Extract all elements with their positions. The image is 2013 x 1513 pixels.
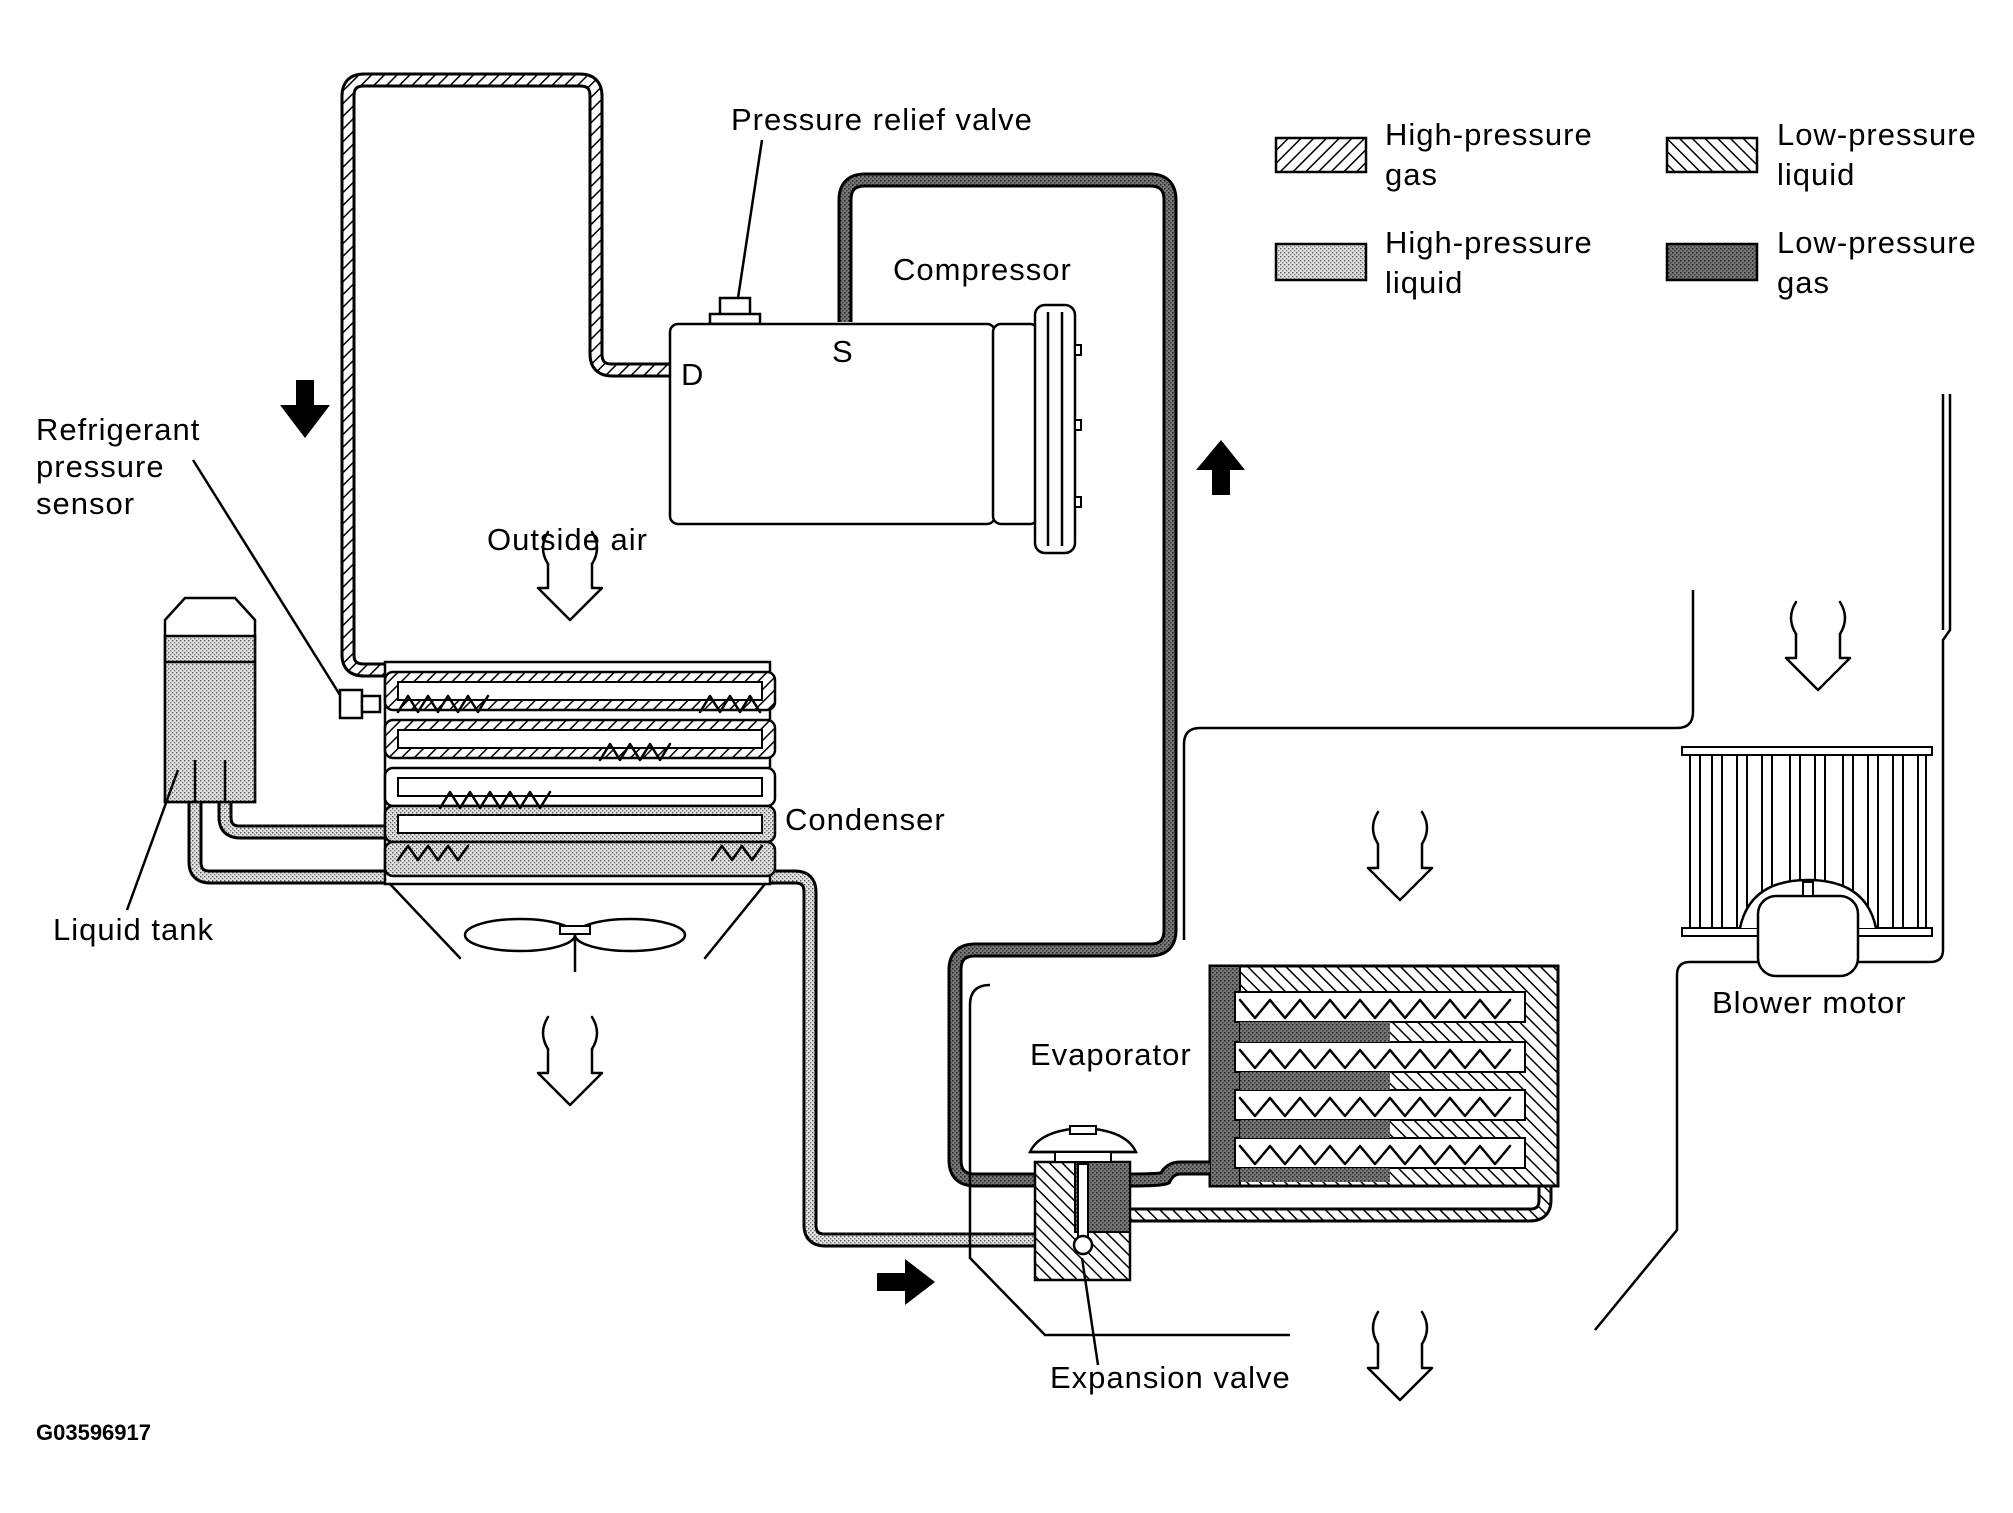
air-flow-arrow-evaporator-in-icon bbox=[1366, 810, 1434, 902]
pressure-sensor-label-2: pressure bbox=[36, 449, 165, 484]
legend-label-low-pressure-liquid-1: Low-pressure bbox=[1777, 117, 1977, 152]
condenser-label: Condenser bbox=[785, 802, 946, 837]
pressure-sensor-leader bbox=[191, 459, 342, 696]
legend-label-high-pressure-gas-2: gas bbox=[1385, 157, 1438, 192]
legend-label-low-pressure-liquid-2: liquid bbox=[1777, 157, 1855, 192]
air-flow-arrow-fan-icon bbox=[536, 1015, 604, 1107]
blower-motor-label: Blower motor bbox=[1712, 985, 1907, 1020]
liquid-tank-label: Liquid tank bbox=[53, 912, 214, 947]
pressure-sensor-label-3: sensor bbox=[36, 486, 135, 521]
discharge-pipe bbox=[340, 72, 670, 678]
legend-label-high-pressure-liquid-1: High-pressure bbox=[1385, 225, 1593, 260]
pressure-sensor-label-1: Refrigerant bbox=[36, 412, 200, 447]
air-flow-arrow-evaporator-out-icon bbox=[1366, 1310, 1434, 1402]
legend-label-high-pressure-liquid-2: liquid bbox=[1385, 265, 1463, 300]
evaporator bbox=[1208, 964, 1560, 1188]
discharge-port-label: D bbox=[681, 357, 704, 392]
liquid-tank bbox=[163, 596, 257, 804]
pressure-relief-valve-label: Pressure relief valve bbox=[731, 102, 1033, 137]
legend-swatch-low-pressure-liquid bbox=[1665, 136, 1759, 174]
refrigerant-pressure-sensor bbox=[338, 688, 382, 720]
relief-valve-leader bbox=[736, 139, 764, 299]
blower bbox=[1681, 746, 1933, 978]
expansion-valve-leader bbox=[1080, 1257, 1100, 1366]
compressor-label: Compressor bbox=[893, 252, 1072, 287]
legend-swatch-high-pressure-gas bbox=[1274, 136, 1368, 174]
legend-swatch-low-pressure-gas bbox=[1665, 242, 1759, 282]
flow-arrow-right-icon bbox=[877, 1259, 935, 1305]
expansion-valve bbox=[1028, 1125, 1138, 1282]
outside-air-label: Outside air bbox=[487, 522, 648, 557]
condenser bbox=[383, 660, 777, 972]
legend-label-high-pressure-gas-1: High-pressure bbox=[1385, 117, 1593, 152]
liquid-line-pipes bbox=[187, 800, 1040, 1248]
air-flow-arrow-blower-icon bbox=[1784, 600, 1852, 692]
evaporator-outlet-pipe bbox=[1129, 1160, 1210, 1188]
evaporator-label: Evaporator bbox=[1030, 1037, 1192, 1072]
suction-pipe bbox=[837, 172, 1178, 1188]
evaporator-inlet-pipe bbox=[1130, 1185, 1553, 1223]
figure-code: G03596917 bbox=[36, 1420, 151, 1445]
expansion-valve-label: Expansion valve bbox=[1050, 1360, 1291, 1395]
hvac-duct bbox=[968, 394, 1952, 1337]
flow-arrow-down-icon bbox=[280, 380, 330, 438]
legend-swatch-high-pressure-liquid bbox=[1274, 242, 1368, 282]
legend: High-pressure gas Low-pressure liquid Hi… bbox=[1274, 117, 1977, 300]
suction-port-label: S bbox=[832, 334, 854, 369]
compressor bbox=[668, 296, 1082, 555]
flow-arrow-up-icon bbox=[1196, 440, 1245, 495]
legend-label-low-pressure-gas-2: gas bbox=[1777, 265, 1830, 300]
liquid-tank-leader bbox=[125, 769, 180, 911]
legend-label-low-pressure-gas-1: Low-pressure bbox=[1777, 225, 1977, 260]
air-flow-arrow-outside-icon bbox=[536, 530, 604, 622]
